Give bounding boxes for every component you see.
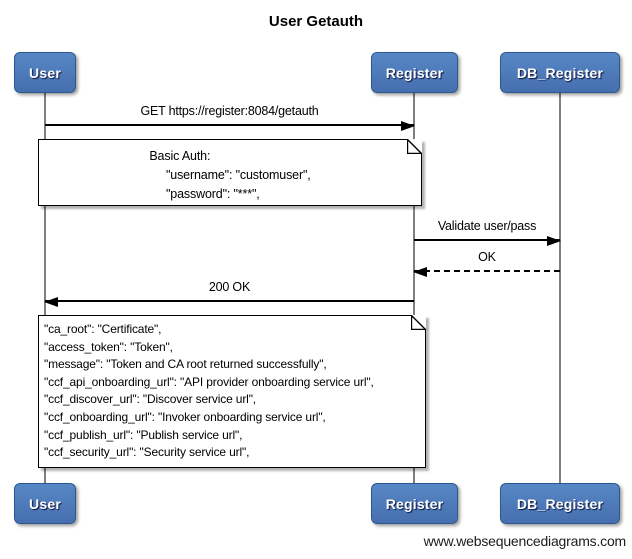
note-fold-icon [407, 139, 422, 154]
note-basic-auth: Basic Auth: "username": "customuser", "p… [38, 139, 422, 206]
lifeline-user [44, 93, 46, 483]
arrowhead-right-icon [547, 236, 561, 246]
actor-register-label: Register [385, 495, 444, 512]
actor-db-register-label: DB_Register [516, 495, 604, 512]
actor-register-bottom: Register [371, 483, 458, 524]
arrowhead-left-icon [413, 267, 427, 277]
diagram-title: User Getauth [268, 13, 364, 30]
arrowhead-left-icon [44, 297, 58, 307]
actor-user-label: User [29, 64, 61, 81]
actor-register-top: Register [371, 52, 458, 93]
message-ok-label: OK [478, 250, 496, 264]
message-get-getauth: GET https://register:8084/getauth [45, 104, 415, 131]
lifeline-db-register [559, 93, 561, 483]
message-get-getauth-line [45, 124, 414, 126]
message-200-ok-label: 200 OK [208, 280, 251, 294]
message-validate-user-pass: Validate user/pass [414, 219, 561, 246]
arrowhead-right-icon [401, 121, 415, 131]
message-200-ok-line [45, 300, 414, 302]
note-basic-auth-text: Basic Auth: "username": "customuser", "p… [149, 149, 311, 201]
message-get-getauth-label: GET https://register:8084/getauth [140, 104, 319, 118]
message-validate-user-pass-line [414, 239, 560, 241]
note-token-response: "ca_root": "Certificate", "access_token"… [38, 315, 426, 468]
actor-user-label: User [29, 495, 61, 512]
actor-user-top: User [14, 52, 76, 93]
message-ok: OK [413, 250, 560, 277]
actor-db-register-top: DB_Register [500, 52, 620, 93]
message-validate-user-pass-label: Validate user/pass [437, 219, 537, 233]
actor-user-bottom: User [14, 483, 76, 524]
message-200-ok: 200 OK [44, 280, 414, 307]
watermark: www.websequencediagrams.com [423, 533, 627, 549]
lifeline-register [413, 93, 415, 483]
note-token-response-text: "ca_root": "Certificate", "access_token"… [44, 322, 374, 460]
actor-db-register-bottom: DB_Register [500, 483, 620, 524]
actor-register-label: Register [385, 64, 444, 81]
message-ok-line [414, 270, 560, 272]
actor-db-register-label: DB_Register [516, 64, 604, 81]
note-fold-icon [411, 315, 426, 330]
